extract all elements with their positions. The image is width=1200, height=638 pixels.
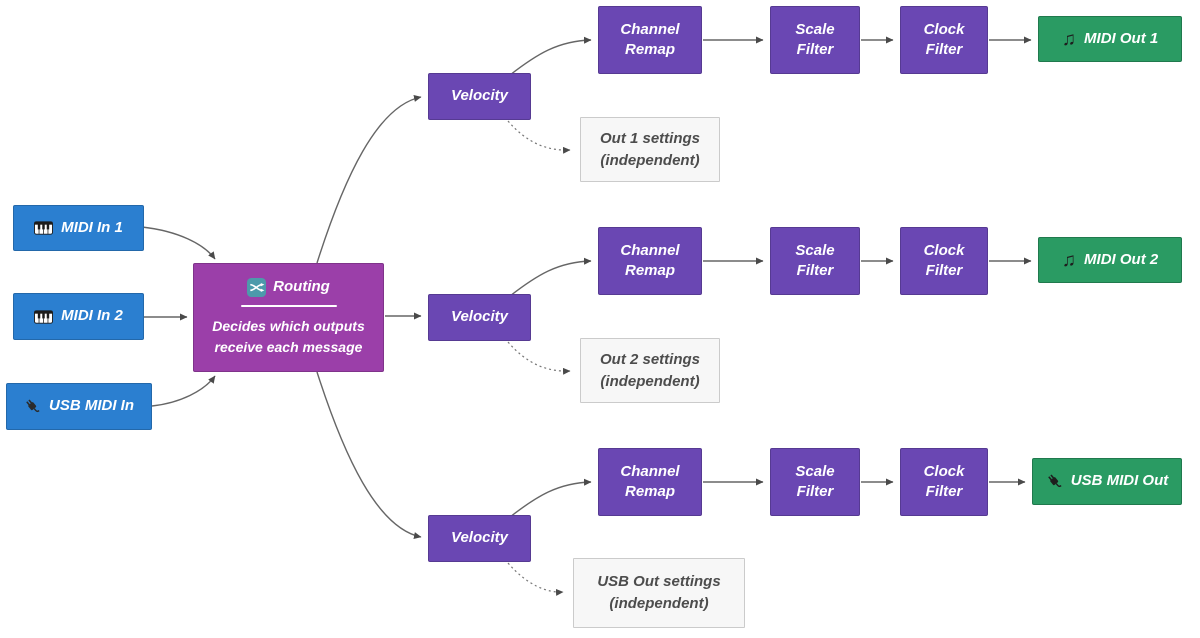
clock-filter-node-2: Clock Filter: [900, 227, 988, 295]
output-node-usb-midi-out: USB MIDI Out: [1032, 458, 1182, 505]
router-title: Routing: [273, 277, 330, 295]
node-label: Velocity: [451, 308, 508, 326]
node-label: Velocity: [451, 529, 508, 547]
scale-filter-node-1: Scale Filter: [770, 6, 860, 74]
scale-filter-node-2: Scale Filter: [770, 227, 860, 295]
scale-filter-node-3: Scale Filter: [770, 448, 860, 516]
router-title-row: Routing: [247, 277, 330, 297]
plug-icon: [24, 398, 41, 415]
settings-note-2: Out 2 settings (independent): [580, 338, 720, 403]
edge-velocity-settings-2: [507, 341, 571, 375]
velocity-node-2: Velocity: [428, 294, 531, 341]
settings-line2: (independent): [600, 151, 700, 169]
plug-icon: [1046, 473, 1063, 490]
input-label: USB MIDI In: [49, 397, 134, 415]
edge-velocity-channel-3: [509, 478, 592, 518]
edge-velocity-channel-1: [509, 36, 592, 76]
router-description-line1: Decides which outputs: [212, 318, 365, 335]
settings-line2: (independent): [609, 595, 709, 612]
output-label: USB MIDI Out: [1070, 472, 1169, 490]
velocity-node-1: Velocity: [428, 73, 531, 120]
channel-remap-node-3: Channel Remap: [598, 448, 702, 516]
output-label: MIDI Out 2: [1084, 250, 1159, 268]
input-label: MIDI In 1: [61, 218, 123, 236]
channel-remap-node-1: Channel Remap: [598, 6, 702, 74]
input-node-midi-in-1: MIDI In 1: [13, 205, 144, 251]
input-node-usb-midi-in: USB MIDI In: [6, 383, 152, 430]
piano-icon: [34, 221, 54, 235]
node-label: Channel Remap: [620, 241, 680, 279]
edge-velocity-channel-2: [509, 257, 592, 297]
edge-router-velocity-1: [316, 94, 422, 264]
note-icon: ♫: [1061, 28, 1077, 50]
piano-icon: [34, 309, 54, 324]
settings-note-1: Out 1 settings (independent): [580, 117, 720, 182]
shuffle-icon: [247, 277, 267, 297]
router-description-line2: receive each message: [214, 339, 363, 356]
node-label: Velocity: [451, 87, 508, 105]
settings-line1: Out 2 settings: [599, 350, 700, 368]
clock-filter-node-3: Clock Filter: [900, 448, 988, 516]
node-label: Clock Filter: [923, 462, 965, 500]
router-divider: [240, 305, 337, 308]
node-label: Scale Filter: [795, 241, 835, 279]
node-label: Channel Remap: [620, 462, 680, 500]
output-node-midi-out-1: ♫ MIDI Out 1: [1038, 16, 1182, 62]
node-label: Clock Filter: [923, 241, 965, 279]
edge-midi-in-1-router: [141, 226, 216, 260]
settings-note-3: USB Out settings (independent): [573, 558, 745, 628]
node-label: Channel Remap: [620, 20, 680, 58]
note-icon: ♫: [1061, 249, 1077, 271]
edge-usb-in-router: [151, 375, 216, 407]
edge-velocity-settings-3: [507, 562, 564, 596]
output-label: MIDI Out 1: [1084, 29, 1159, 47]
settings-line2: (independent): [600, 372, 700, 390]
edge-router-velocity-3: [316, 371, 422, 540]
input-label: MIDI In 2: [61, 307, 123, 325]
router-node: Routing Decides which outputs receive ea…: [193, 263, 384, 372]
velocity-node-3: Velocity: [428, 515, 531, 562]
edge-velocity-settings-1: [507, 120, 571, 154]
channel-remap-node-2: Channel Remap: [598, 227, 702, 295]
settings-line1: Out 1 settings: [599, 129, 700, 147]
input-node-midi-in-2: MIDI In 2: [13, 293, 144, 340]
node-label: Scale Filter: [795, 20, 835, 58]
settings-line1: USB Out settings: [597, 573, 721, 590]
node-label: Clock Filter: [923, 20, 965, 58]
output-node-midi-out-2: ♫ MIDI Out 2: [1038, 237, 1182, 283]
clock-filter-node-1: Clock Filter: [900, 6, 988, 74]
node-label: Scale Filter: [795, 462, 835, 500]
